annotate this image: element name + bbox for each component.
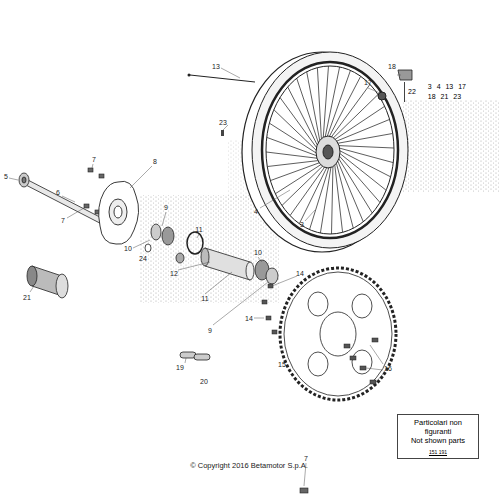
spoke xyxy=(337,146,394,149)
spoke xyxy=(323,66,328,141)
spoke xyxy=(328,76,361,139)
callout-number: 5 xyxy=(4,173,8,180)
node-text: 3 4 13 17 18 21 23 xyxy=(428,82,472,102)
spoke xyxy=(288,87,319,148)
callout-number: 4 xyxy=(254,208,258,215)
spoke xyxy=(338,154,380,202)
callout-number: 7 xyxy=(304,455,308,462)
node-text: 151 191 xyxy=(400,449,476,455)
callout-number: 17 xyxy=(364,79,372,86)
spoke xyxy=(280,98,318,150)
callout-number: 9 xyxy=(208,327,212,334)
spoke xyxy=(299,165,328,224)
callout-number: 3 xyxy=(300,221,304,228)
callout-number: 8 xyxy=(153,158,157,165)
node-text: Particolari non figuranti xyxy=(400,418,476,436)
spoke xyxy=(266,152,319,159)
spoke xyxy=(331,95,378,140)
kit-box: 22 3 4 13 17 18 21 23 xyxy=(404,82,494,102)
callout-number: 9 xyxy=(164,204,168,211)
spoke xyxy=(332,163,333,234)
callout-number: 11 xyxy=(195,226,202,233)
spoke xyxy=(330,84,370,139)
spoke xyxy=(275,163,323,193)
callout-number: 24 xyxy=(139,255,147,262)
callout-number: 11 xyxy=(201,295,208,302)
callout-number: 10 xyxy=(254,249,262,256)
spoke xyxy=(267,160,320,166)
callout-number: 14 xyxy=(245,315,253,322)
callout-number: 7 xyxy=(61,217,65,224)
callout-number: 21 xyxy=(23,294,31,301)
callout-number: 23 xyxy=(219,119,227,126)
spoke xyxy=(274,110,318,152)
spoke xyxy=(317,68,321,142)
spoke xyxy=(320,164,331,233)
callout-number: 19 xyxy=(176,364,184,371)
spoke xyxy=(297,78,320,145)
callout-number: 7 xyxy=(92,156,96,163)
callout-number: 14 xyxy=(296,270,304,277)
node-text: 22 xyxy=(408,88,416,95)
callout-number: 15 xyxy=(278,361,286,368)
callout-number: 18 xyxy=(388,63,396,70)
spoke xyxy=(334,162,342,232)
callout-number: 13 xyxy=(212,63,220,70)
callout-number: 16 xyxy=(384,365,392,372)
spoke xyxy=(338,150,391,177)
spoke xyxy=(333,106,385,140)
spoke xyxy=(326,70,350,139)
note-box: Particolari non figurantiNot shown parts… xyxy=(397,414,479,459)
callout-number: 6 xyxy=(56,189,60,196)
node-text: Not shown parts xyxy=(400,436,476,445)
spoke xyxy=(337,148,393,163)
callout-number: 20 xyxy=(200,378,208,385)
spoke xyxy=(282,164,325,205)
copyright-note: © Copyright 2016 Betamotor S.p.A. xyxy=(190,462,308,470)
callout-number: 12 xyxy=(170,270,178,277)
spoke xyxy=(336,133,393,143)
spoke xyxy=(270,162,321,181)
spoke xyxy=(269,123,318,154)
callout-number: 10 xyxy=(124,245,132,252)
